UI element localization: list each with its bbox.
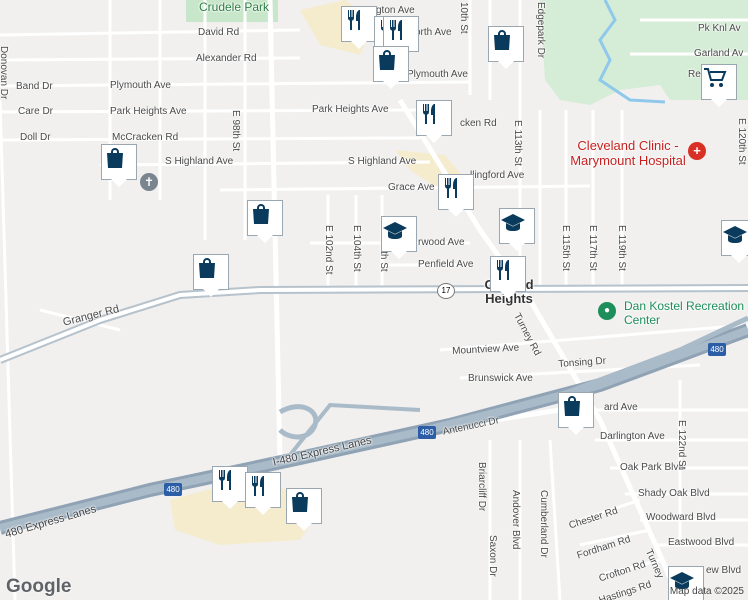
street-label: Edgepark Dr xyxy=(535,2,546,59)
street-label: Cumberland Dr xyxy=(538,490,549,558)
street-label: E 113th St xyxy=(512,120,523,166)
map-marker-restaurant[interactable] xyxy=(438,174,474,217)
street-label: Woodward Blvd xyxy=(646,512,716,523)
map-marker-shopping-bag[interactable] xyxy=(193,254,229,297)
map-marker-school[interactable] xyxy=(668,566,704,600)
street-label: S Highland Ave xyxy=(348,156,417,167)
street-label: Penfield Ave xyxy=(418,259,474,270)
street-label: Park Heights Ave xyxy=(312,104,389,115)
street-label: McCracken Rd xyxy=(112,132,179,143)
street-label: Oak Park Blvd xyxy=(620,462,684,473)
recreation-center-label: Dan Kostel Recreation Center xyxy=(624,299,745,327)
creek xyxy=(598,0,666,104)
street-label: David Rd xyxy=(198,27,240,38)
map-marker-restaurant[interactable] xyxy=(212,466,248,509)
interstate-480-shield: 480 xyxy=(708,343,726,356)
street-label: ard Ave xyxy=(604,402,638,413)
street-label: Shady Oak Blvd xyxy=(638,488,710,499)
street-label: E 122nd St xyxy=(676,420,687,470)
street-label: Plymouth Ave xyxy=(110,80,171,91)
map-marker-school[interactable] xyxy=(721,220,748,263)
google-logo: Google xyxy=(6,576,72,597)
street-label: Plymouth Ave xyxy=(407,69,468,80)
map-marker-shopping-bag[interactable] xyxy=(558,392,594,435)
street-label: E 120th St xyxy=(736,118,747,165)
street-label: rwood Ave xyxy=(418,237,465,248)
map-marker-restaurant[interactable] xyxy=(490,256,526,299)
crudele-park-area xyxy=(186,0,278,22)
street-label: Park Heights Ave xyxy=(110,106,187,117)
street-label: Alexander Rd xyxy=(196,53,257,64)
map-marker-shopping-bag[interactable] xyxy=(101,144,137,187)
street-label: llingford Ave xyxy=(470,170,525,181)
street-label: S Highland Ave xyxy=(165,156,234,167)
hospital-icon[interactable]: + xyxy=(688,142,706,160)
street-label: Garland Av xyxy=(694,48,744,59)
route-17-shield: 17 xyxy=(437,283,455,299)
street-label: Re xyxy=(688,69,701,80)
street-label: Doll Dr xyxy=(20,132,51,143)
street-label: E 117th St xyxy=(587,225,598,271)
street-label: cken Rd xyxy=(460,118,497,129)
map-marker-restaurant[interactable] xyxy=(341,6,377,49)
street-label: ew Blvd xyxy=(706,565,742,576)
street-label: orth Ave xyxy=(415,27,452,38)
park-pin-icon[interactable]: ● xyxy=(598,302,616,320)
church-icon[interactable]: ✝ xyxy=(140,173,158,191)
street-label: E 119th St xyxy=(616,225,627,271)
street-label: E 104th St xyxy=(351,225,362,272)
street-label: Briarcliff Dr xyxy=(476,462,487,512)
street-label: Eastwood Blvd xyxy=(668,537,735,548)
street-label: Andover Blvd xyxy=(510,490,521,550)
street-label: gton Ave xyxy=(376,5,415,16)
map-marker-shopping-bag[interactable] xyxy=(247,200,283,243)
street-label: Saxon Dr xyxy=(487,535,498,577)
map-attribution[interactable]: Map data ©2025 xyxy=(669,586,744,597)
map-marker-shopping-bag[interactable] xyxy=(286,488,322,531)
street-label: E 98th St xyxy=(230,110,241,152)
park-label: Crudele Park xyxy=(199,0,270,14)
hospital-label: Cleveland Clinic - Marymount Hospital xyxy=(570,138,686,168)
map-marker-restaurant[interactable] xyxy=(245,472,281,515)
map-marker-restaurant[interactable] xyxy=(416,100,452,143)
street-label: Donovan Dr xyxy=(0,46,9,100)
map-marker-school[interactable] xyxy=(381,216,417,259)
street-label: Brunswick Ave xyxy=(468,373,533,384)
map-marker-school[interactable] xyxy=(499,208,535,251)
street-label: 10th St xyxy=(458,2,469,34)
commercial-area xyxy=(170,475,320,545)
street-label: E 115th St xyxy=(560,225,571,271)
interstate-480-shield: 480 xyxy=(164,483,182,496)
map-marker-shopping-bag[interactable] xyxy=(488,26,524,69)
street-label: Darlington Ave xyxy=(600,431,665,442)
interstate-480-shield: 480 xyxy=(418,426,436,439)
map-marker-shopping-cart[interactable] xyxy=(701,64,737,107)
street-label: E 102nd St xyxy=(323,225,334,275)
street-label: Band Dr xyxy=(16,81,53,92)
street-label: Grace Ave xyxy=(388,182,435,193)
street-label: Pk Knl Av xyxy=(698,23,741,34)
street-label: Care Dr xyxy=(18,106,54,117)
map-marker-shopping-bag[interactable] xyxy=(373,46,409,89)
